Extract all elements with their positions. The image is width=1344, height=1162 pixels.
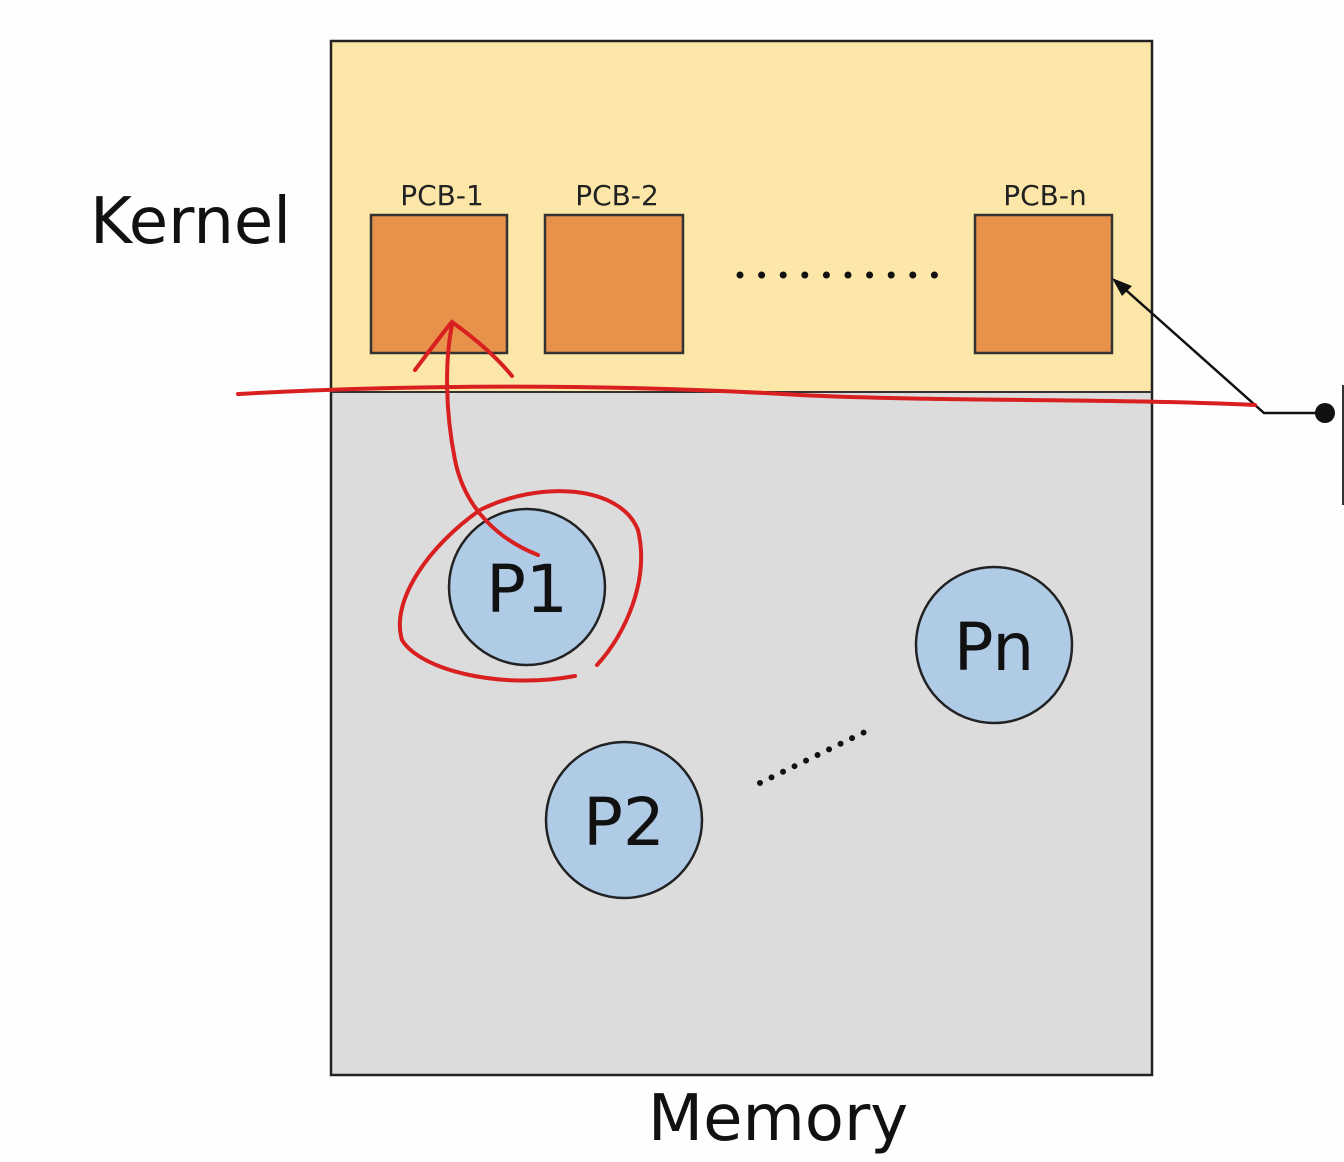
pcb-2: PCB-2 [543, 179, 685, 355]
red-annotations [236, 319, 1257, 683]
pcb-box [369, 213, 509, 355]
pcb-label: PCB-2 [575, 179, 659, 212]
memory-box [329, 39, 1154, 1077]
process-circle [447, 507, 607, 667]
pcb-n: PCB-n [973, 179, 1114, 355]
pointer-line [1117, 282, 1322, 415]
process-pn: Pn [914, 565, 1074, 725]
annotation-boundary-line [236, 384, 1257, 407]
annotation-arrowhead [413, 319, 514, 378]
pcb-box [973, 213, 1114, 355]
annotation-arrow-shaft [445, 323, 540, 557]
process-p1: P1 [447, 507, 607, 667]
kernel-label: Kernel [90, 185, 291, 259]
pcb-box [543, 213, 685, 355]
process-circle [544, 740, 704, 900]
process-label: Pn [954, 609, 1034, 686]
user-region [331, 392, 1152, 1075]
process-circle [914, 565, 1074, 725]
process-p2: P2 [544, 740, 704, 900]
pointer-dot [1315, 403, 1335, 423]
arrowhead-icon [1112, 278, 1132, 296]
pcb-label: PCB-1 [400, 179, 484, 212]
pcb-label: PCB-n [1003, 179, 1087, 212]
memory-label: Memory [648, 1082, 908, 1156]
process-label: P1 [486, 551, 568, 628]
process-label: P2 [583, 784, 665, 861]
process-ellipsis [757, 724, 878, 786]
pcb-1: PCB-1 [369, 179, 509, 355]
annotation-circle [397, 489, 644, 683]
